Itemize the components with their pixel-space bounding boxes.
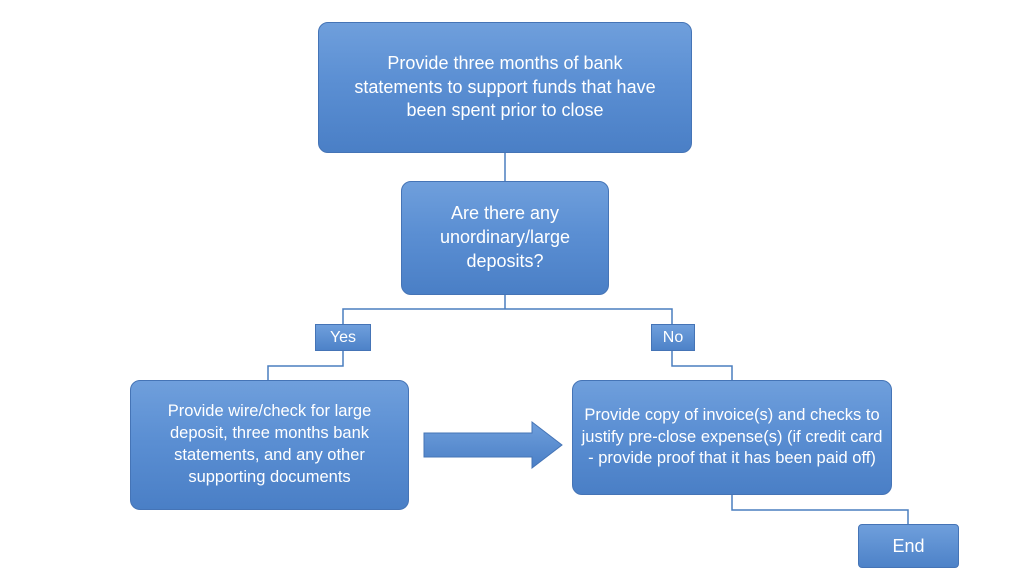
start-step-text: Provide three months of bank statements … bbox=[354, 52, 656, 121]
connector-yes-to-step bbox=[267, 351, 344, 380]
yes-label-text: Yes bbox=[329, 328, 357, 346]
no-step-box: Provide copy of invoice(s) and checks to… bbox=[572, 380, 892, 495]
yes-step-box: Provide wire/check for large deposit, th… bbox=[130, 380, 409, 510]
no-step-text: Provide copy of invoice(s) and checks to… bbox=[581, 405, 883, 468]
end-box: End bbox=[858, 524, 959, 568]
decision-box: Are there any unordinary/large deposits? bbox=[401, 181, 609, 295]
connector-decision-branches bbox=[342, 308, 673, 324]
decision-text: Are there any unordinary/large deposits? bbox=[439, 203, 571, 271]
connector-no-to-step bbox=[671, 351, 733, 380]
yes-step-text: Provide wire/check for large deposit, th… bbox=[167, 402, 372, 486]
flow-arrow bbox=[423, 420, 563, 470]
yes-label: Yes bbox=[315, 324, 371, 351]
no-label-text: No bbox=[662, 328, 684, 346]
start-step-box: Provide three months of bank statements … bbox=[318, 22, 692, 153]
end-text: End bbox=[892, 535, 925, 556]
no-label: No bbox=[651, 324, 695, 351]
connector-step-to-end bbox=[731, 495, 909, 524]
